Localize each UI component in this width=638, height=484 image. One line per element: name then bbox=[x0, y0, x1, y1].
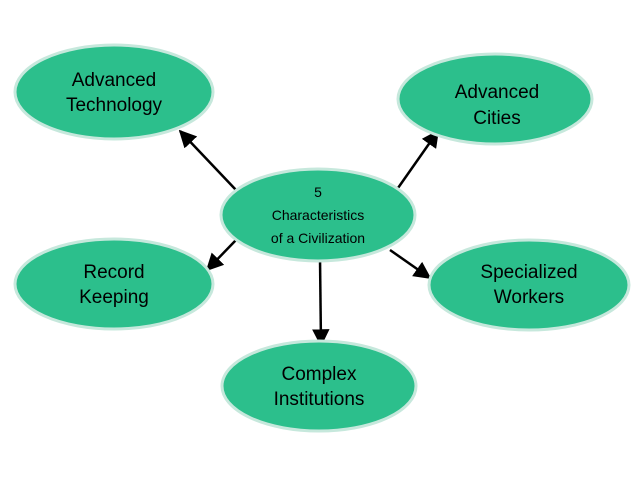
node-advanced-cities-line-1: Advanced bbox=[455, 82, 540, 103]
node-advanced-technology-line-1: Advanced bbox=[72, 70, 157, 91]
node-advanced-technology-line-2: Technology bbox=[66, 95, 163, 116]
center-node: 5 Characteristics of a Civilization bbox=[219, 167, 417, 263]
node-complex-institutions-shape bbox=[220, 339, 418, 433]
node-complex-institutions: Complex Institutions bbox=[220, 339, 418, 433]
node-record-keeping: Record Keeping bbox=[13, 237, 215, 331]
node-advanced-cities-shape bbox=[396, 52, 594, 146]
arrow-to-record-keeping bbox=[205, 239, 237, 272]
center-node-line-3: of a Civilization bbox=[271, 230, 365, 246]
node-specialized-workers: Specialized Workers bbox=[427, 238, 631, 332]
node-advanced-cities: Advanced Cities bbox=[396, 52, 594, 146]
node-specialized-workers-line-1: Specialized bbox=[480, 262, 577, 283]
node-record-keeping-line-1: Record bbox=[83, 262, 144, 283]
node-record-keeping-shape bbox=[13, 237, 215, 331]
arrow-to-specialized-workers bbox=[389, 248, 432, 280]
arrows bbox=[178, 129, 440, 347]
arrow-to-advanced-cities bbox=[396, 129, 440, 189]
node-specialized-workers-line-2: Workers bbox=[494, 287, 564, 308]
node-advanced-cities-line-2: Cities bbox=[473, 108, 521, 129]
center-node-line-2: Characteristics bbox=[272, 207, 365, 223]
arrow-to-advanced-technology bbox=[178, 129, 237, 191]
node-record-keeping-line-2: Keeping bbox=[79, 287, 149, 308]
node-advanced-technology-shape bbox=[13, 43, 215, 141]
arrow-to-complex-institutions bbox=[312, 257, 330, 347]
node-advanced-technology: Advanced Technology bbox=[13, 43, 215, 141]
center-node-line-1: 5 bbox=[314, 184, 322, 200]
node-complex-institutions-line-1: Complex bbox=[282, 364, 357, 385]
node-complex-institutions-line-2: Institutions bbox=[274, 389, 365, 410]
node-specialized-workers-shape bbox=[427, 238, 631, 332]
center-node-shape bbox=[219, 167, 417, 263]
